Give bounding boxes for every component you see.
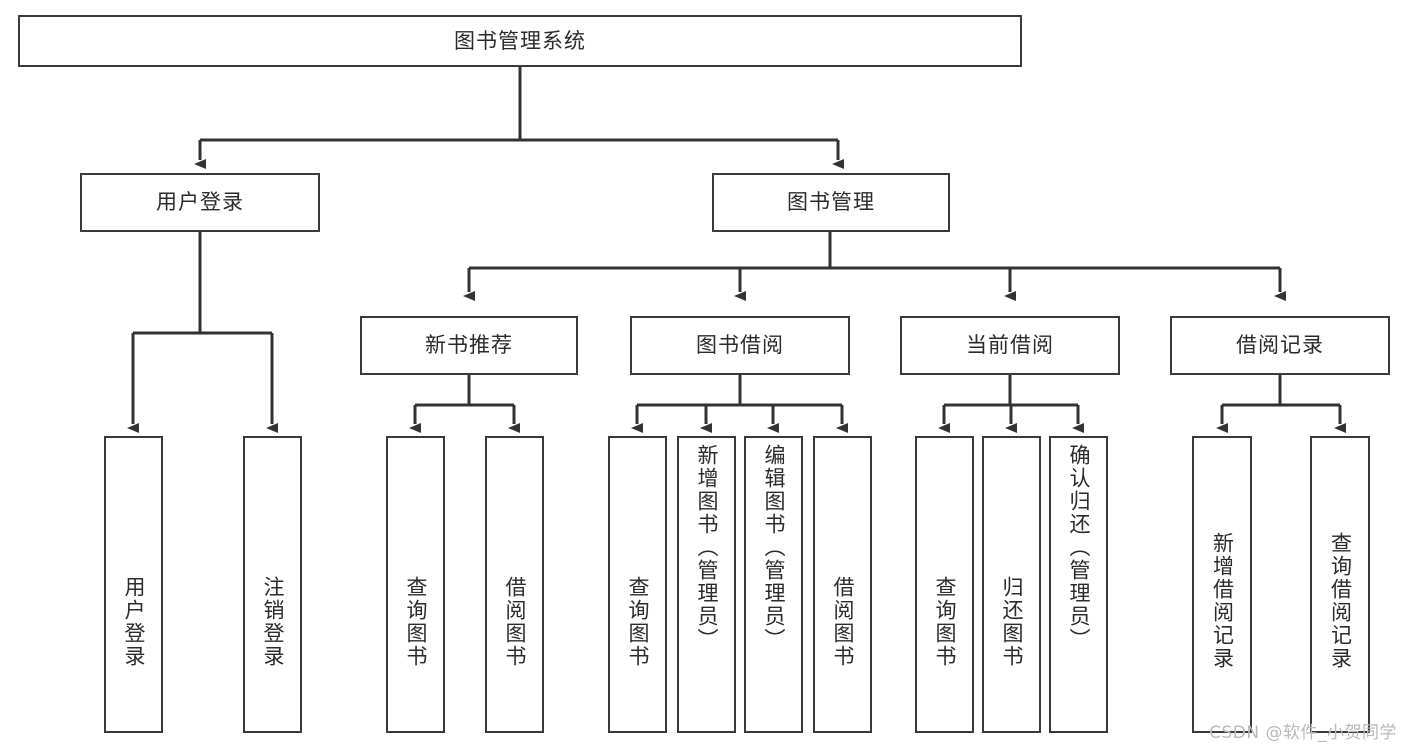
node-label: 当前借阅 (966, 333, 1054, 358)
leaf-user-login[interactable]: 用户登录 (104, 436, 163, 733)
leaf-query-books-recommend[interactable]: 查询图书 (386, 436, 445, 733)
node-label: 归还图书 (1000, 575, 1024, 668)
node-label: 借阅记录 (1236, 333, 1324, 358)
node-book-management[interactable]: 图书管理 (712, 173, 950, 232)
node-label: 借阅图书 (831, 575, 855, 668)
node-root[interactable]: 图书管理系统 (18, 15, 1022, 67)
leaf-query-books-borrow[interactable]: 查询图书 (608, 436, 667, 733)
node-label: 注销登录 (261, 575, 285, 668)
node-label: 图书借阅 (696, 333, 784, 358)
node-label: 确认归还（管理员） (1067, 444, 1091, 651)
node-label: 借阅图书 (503, 575, 527, 668)
node-label: 图书管理 (787, 190, 875, 215)
leaf-return-books[interactable]: 归还图书 (982, 436, 1041, 733)
node-book-borrow[interactable]: 图书借阅 (630, 316, 850, 375)
node-label: 查询图书 (404, 575, 428, 668)
node-new-book-recommend[interactable]: 新书推荐 (360, 316, 578, 375)
node-label: 图书管理系统 (454, 28, 586, 53)
leaf-add-borrow-record[interactable]: 新增借阅记录 (1192, 436, 1252, 733)
leaf-add-book-admin[interactable]: 新增图书（管理员） (677, 436, 736, 733)
node-label: 新书推荐 (425, 333, 513, 358)
node-label: 查询图书 (626, 575, 650, 668)
leaf-confirm-return-admin[interactable]: 确认归还（管理员） (1049, 436, 1108, 733)
node-label: 编辑图书（管理员） (762, 444, 786, 651)
node-label: 新增图书（管理员） (695, 444, 719, 651)
node-label: 查询图书 (933, 575, 957, 668)
leaf-query-borrow-record[interactable]: 查询借阅记录 (1310, 436, 1370, 733)
leaf-edit-book-admin[interactable]: 编辑图书（管理员） (744, 436, 803, 733)
node-label: 用户登录 (156, 190, 244, 215)
node-label: 新增借阅记录 (1210, 531, 1235, 670)
leaf-borrow-books-recommend[interactable]: 借阅图书 (485, 436, 544, 733)
node-borrow-records[interactable]: 借阅记录 (1170, 316, 1390, 375)
node-label: 用户登录 (122, 575, 146, 668)
leaf-logout[interactable]: 注销登录 (243, 436, 302, 733)
leaf-query-books-current[interactable]: 查询图书 (915, 436, 974, 733)
node-current-borrow[interactable]: 当前借阅 (900, 316, 1120, 375)
node-label: 查询借阅记录 (1328, 531, 1353, 670)
csdn-watermark: CSDN @软件_小贺同学 (1209, 723, 1397, 743)
node-user-login[interactable]: 用户登录 (80, 173, 320, 232)
leaf-borrow-books[interactable]: 借阅图书 (813, 436, 872, 733)
